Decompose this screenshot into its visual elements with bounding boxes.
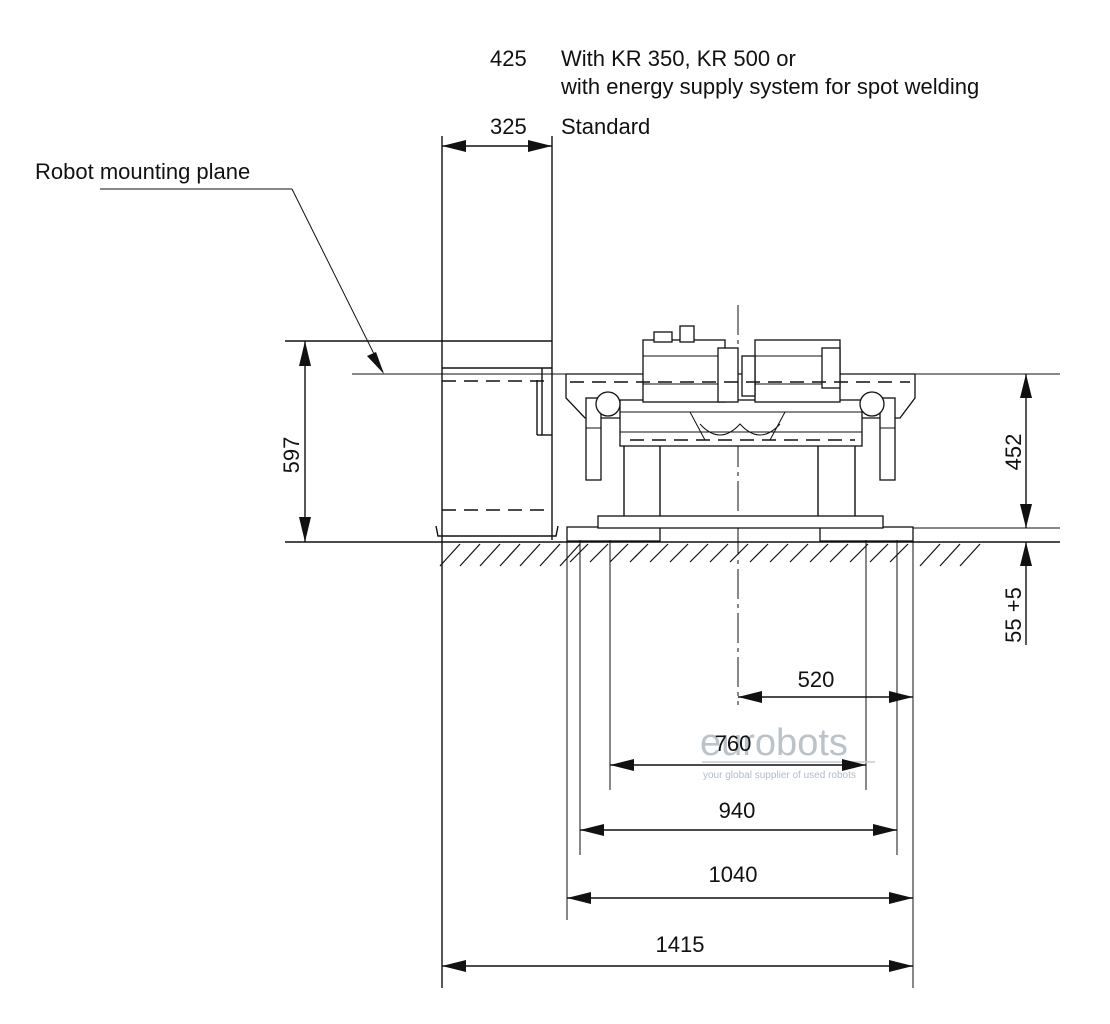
dimension-452-label: 452 xyxy=(1001,434,1026,471)
ground-hatch-mark xyxy=(649,543,669,563)
ground-hatch-mark xyxy=(809,543,829,563)
watermark: eurobots your global supplier of used ro… xyxy=(700,722,875,781)
ground-hatch-mark xyxy=(439,543,461,567)
ground-hatch-mark xyxy=(669,543,689,563)
mounting-plane-leader xyxy=(100,188,384,374)
dimension-760: 760 xyxy=(610,731,866,771)
dimension-520: 520 xyxy=(738,667,913,703)
ground-hatch-mark xyxy=(569,543,589,563)
ground-hatch-mark xyxy=(479,543,501,567)
dimension-55-label: 55 +5 xyxy=(1001,587,1026,643)
dimension-55: 55 +5 xyxy=(1001,542,1032,645)
plinth-box xyxy=(285,136,559,988)
ground-hatch-mark xyxy=(519,543,541,567)
dimension-597: 597 xyxy=(279,341,311,542)
dimension-760-label: 760 xyxy=(715,731,752,756)
ground-hatch-mark xyxy=(459,543,481,567)
ground-hatch-mark xyxy=(729,543,749,563)
note-dim-325: 325 xyxy=(490,114,527,139)
note-text-325: Standard xyxy=(561,114,650,139)
dimension-1040-label: 1040 xyxy=(709,862,758,887)
ground-hatch-mark xyxy=(629,543,649,563)
dimension-325 xyxy=(442,140,552,152)
watermark-brand: eurobots xyxy=(700,722,848,764)
note-text-425-line1: With KR 350, KR 500 or xyxy=(561,46,796,71)
ground-hatch-mark xyxy=(559,543,581,567)
ground-hatch-mark xyxy=(589,543,609,563)
robot-carriage xyxy=(565,305,916,705)
mounting-plane-label: Robot mounting plane xyxy=(35,159,250,184)
ground-hatch-mark xyxy=(749,543,769,563)
ground-hatch-mark xyxy=(539,543,561,567)
ground-hatch-mark xyxy=(919,543,941,567)
dimension-940: 940 xyxy=(580,798,897,836)
ground-hatch-mark xyxy=(829,543,849,563)
ground-hatch-mark xyxy=(609,543,629,563)
note-text-425-line2: with energy supply system for spot weldi… xyxy=(560,74,979,99)
ground-hatch-mark xyxy=(869,543,889,563)
note-dim-425: 425 xyxy=(490,46,527,71)
dimension-452: 452 xyxy=(1001,374,1032,528)
ground-hatch-mark xyxy=(849,543,869,563)
dimension-597-label: 597 xyxy=(279,437,304,474)
ground-hatch-mark xyxy=(889,543,909,563)
ground-hatch-mark xyxy=(499,543,521,567)
ground-hatch-mark xyxy=(939,543,961,567)
dimension-1415: 1415 xyxy=(442,932,913,972)
extension-lines xyxy=(566,540,914,988)
dimension-940-label: 940 xyxy=(719,798,756,823)
dimension-520-label: 520 xyxy=(798,667,835,692)
watermark-tagline: your global supplier of used robots xyxy=(703,770,856,781)
dimension-1040: 1040 xyxy=(567,862,913,904)
ground-hatch-mark xyxy=(959,543,981,567)
ground-hatch-mark xyxy=(709,543,729,563)
ground-hatch-mark xyxy=(769,543,789,563)
ground-hatch-mark xyxy=(789,543,809,563)
ground-hatch-mark xyxy=(689,543,709,563)
ground xyxy=(285,541,1060,567)
dimension-1415-label: 1415 xyxy=(656,932,705,957)
